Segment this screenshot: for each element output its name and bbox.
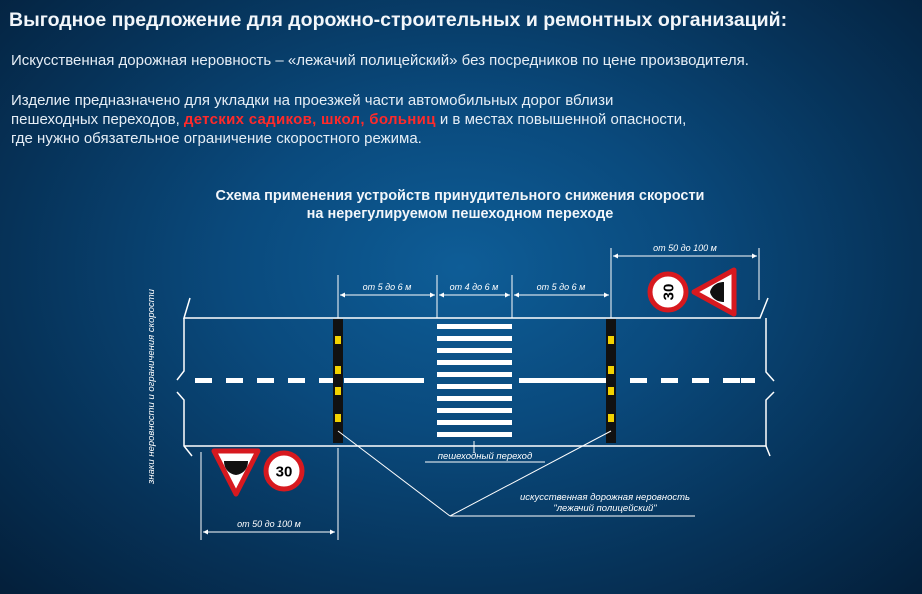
- road-edges: [176, 297, 775, 457]
- bump-reflector: [335, 366, 341, 374]
- center-dash: [630, 378, 647, 383]
- bump-label-line-2: "лежачий полицейский": [553, 503, 657, 514]
- center-dash: [288, 378, 305, 383]
- dim-sign-bottom-label: от 50 до 100 м: [237, 519, 301, 529]
- center-solid-left: [344, 378, 424, 383]
- speed-bump-right: [606, 319, 616, 443]
- zebra-stripe: [437, 336, 512, 341]
- intro-text: Искусственная дорожная неровность – «леж…: [11, 52, 749, 69]
- dim-sign-top-label: от 50 до 100 м: [653, 243, 717, 253]
- zebra-stripe: [437, 408, 512, 413]
- crossing-label: пешеходный переход: [438, 451, 532, 462]
- speed-bump-body: [333, 319, 343, 443]
- bump-reflector: [335, 336, 341, 344]
- bump-reflector: [608, 366, 614, 374]
- zebra-stripe: [437, 360, 512, 365]
- center-dash: [723, 378, 740, 383]
- zebra-stripe: [437, 384, 512, 389]
- purpose-line-2-start: пешеходных переходов,: [11, 111, 184, 128]
- page-heading: Выгодное предложение для дорожно-строите…: [9, 9, 788, 31]
- callout-lines: [337, 430, 695, 517]
- speed-limit-number-top: 30: [661, 284, 678, 301]
- zebra-stripe: [437, 432, 512, 437]
- scheme-title-line-1: Схема применения устройств принудительно…: [215, 188, 705, 204]
- center-dash: [195, 378, 212, 383]
- bump-reflector: [335, 387, 341, 395]
- bump-reflector: [608, 414, 614, 422]
- dimension-arrowheads: [203, 253, 757, 535]
- bottom-signs: 30: [211, 448, 305, 497]
- zebra-stripe: [437, 396, 512, 401]
- road-right-bottom-cut: [765, 391, 775, 446]
- bump-reflector: [335, 414, 341, 422]
- top-signs: 30: [647, 267, 737, 317]
- bump-symbol-icon: [224, 461, 248, 475]
- purpose-highlight: детских садиков, школ, больниц: [183, 111, 436, 128]
- bump-reflector: [608, 387, 614, 395]
- center-dash: [741, 378, 755, 383]
- road-left-bottom-cut: [176, 391, 193, 457]
- pedestrian-crossing: [437, 324, 512, 437]
- center-dash: [661, 378, 678, 383]
- side-signs-label: знаки неровности и ограничения скорости: [146, 288, 157, 485]
- speed-bump-body: [606, 319, 616, 443]
- center-line: [195, 378, 755, 383]
- bump-reflector: [608, 336, 614, 344]
- speed-limit-number-bottom: 30: [276, 464, 293, 481]
- center-dash: [257, 378, 274, 383]
- dim-right-label: от 5 до 6 м: [537, 282, 586, 292]
- speed-bump-left: [333, 319, 343, 443]
- center-dash: [692, 378, 709, 383]
- speed-limit-sign-bottom: [263, 450, 305, 492]
- center-dash: [319, 378, 333, 383]
- road-top-edge: [182, 297, 769, 319]
- purpose-line-3: где нужно обязательное ограничение скоро…: [11, 130, 422, 147]
- purpose-line-1: Изделие предназначено для укладки на про…: [11, 92, 614, 109]
- speed-limit-sign-top: [647, 271, 689, 313]
- purpose-text: Изделие предназначено для укладки на про…: [11, 91, 911, 148]
- road-left-top-cut: [176, 318, 185, 381]
- bump-label-line-1: искусственная дорожная неровность: [520, 492, 690, 503]
- dim-left-label: от 5 до 6 м: [363, 282, 412, 292]
- zebra-stripe: [437, 324, 512, 329]
- dim-center-label: от 4 до 6 м: [450, 282, 499, 292]
- dimension-lines: [200, 248, 760, 540]
- scheme-title: Схема применения устройств принудительно…: [120, 187, 800, 223]
- bump-symbol-icon: [710, 282, 724, 302]
- center-dash: [226, 378, 243, 383]
- center-solid-right: [519, 378, 607, 383]
- purpose-line-2-end: и в местах повышенной опасности,: [435, 111, 687, 128]
- zebra-stripe: [437, 420, 512, 425]
- road-right-top-cut: [765, 318, 775, 382]
- zebra-stripe: [437, 348, 512, 353]
- scheme-title-line-2: на нерегулируемом пешеходном переходе: [306, 206, 614, 222]
- zebra-stripe: [437, 372, 512, 377]
